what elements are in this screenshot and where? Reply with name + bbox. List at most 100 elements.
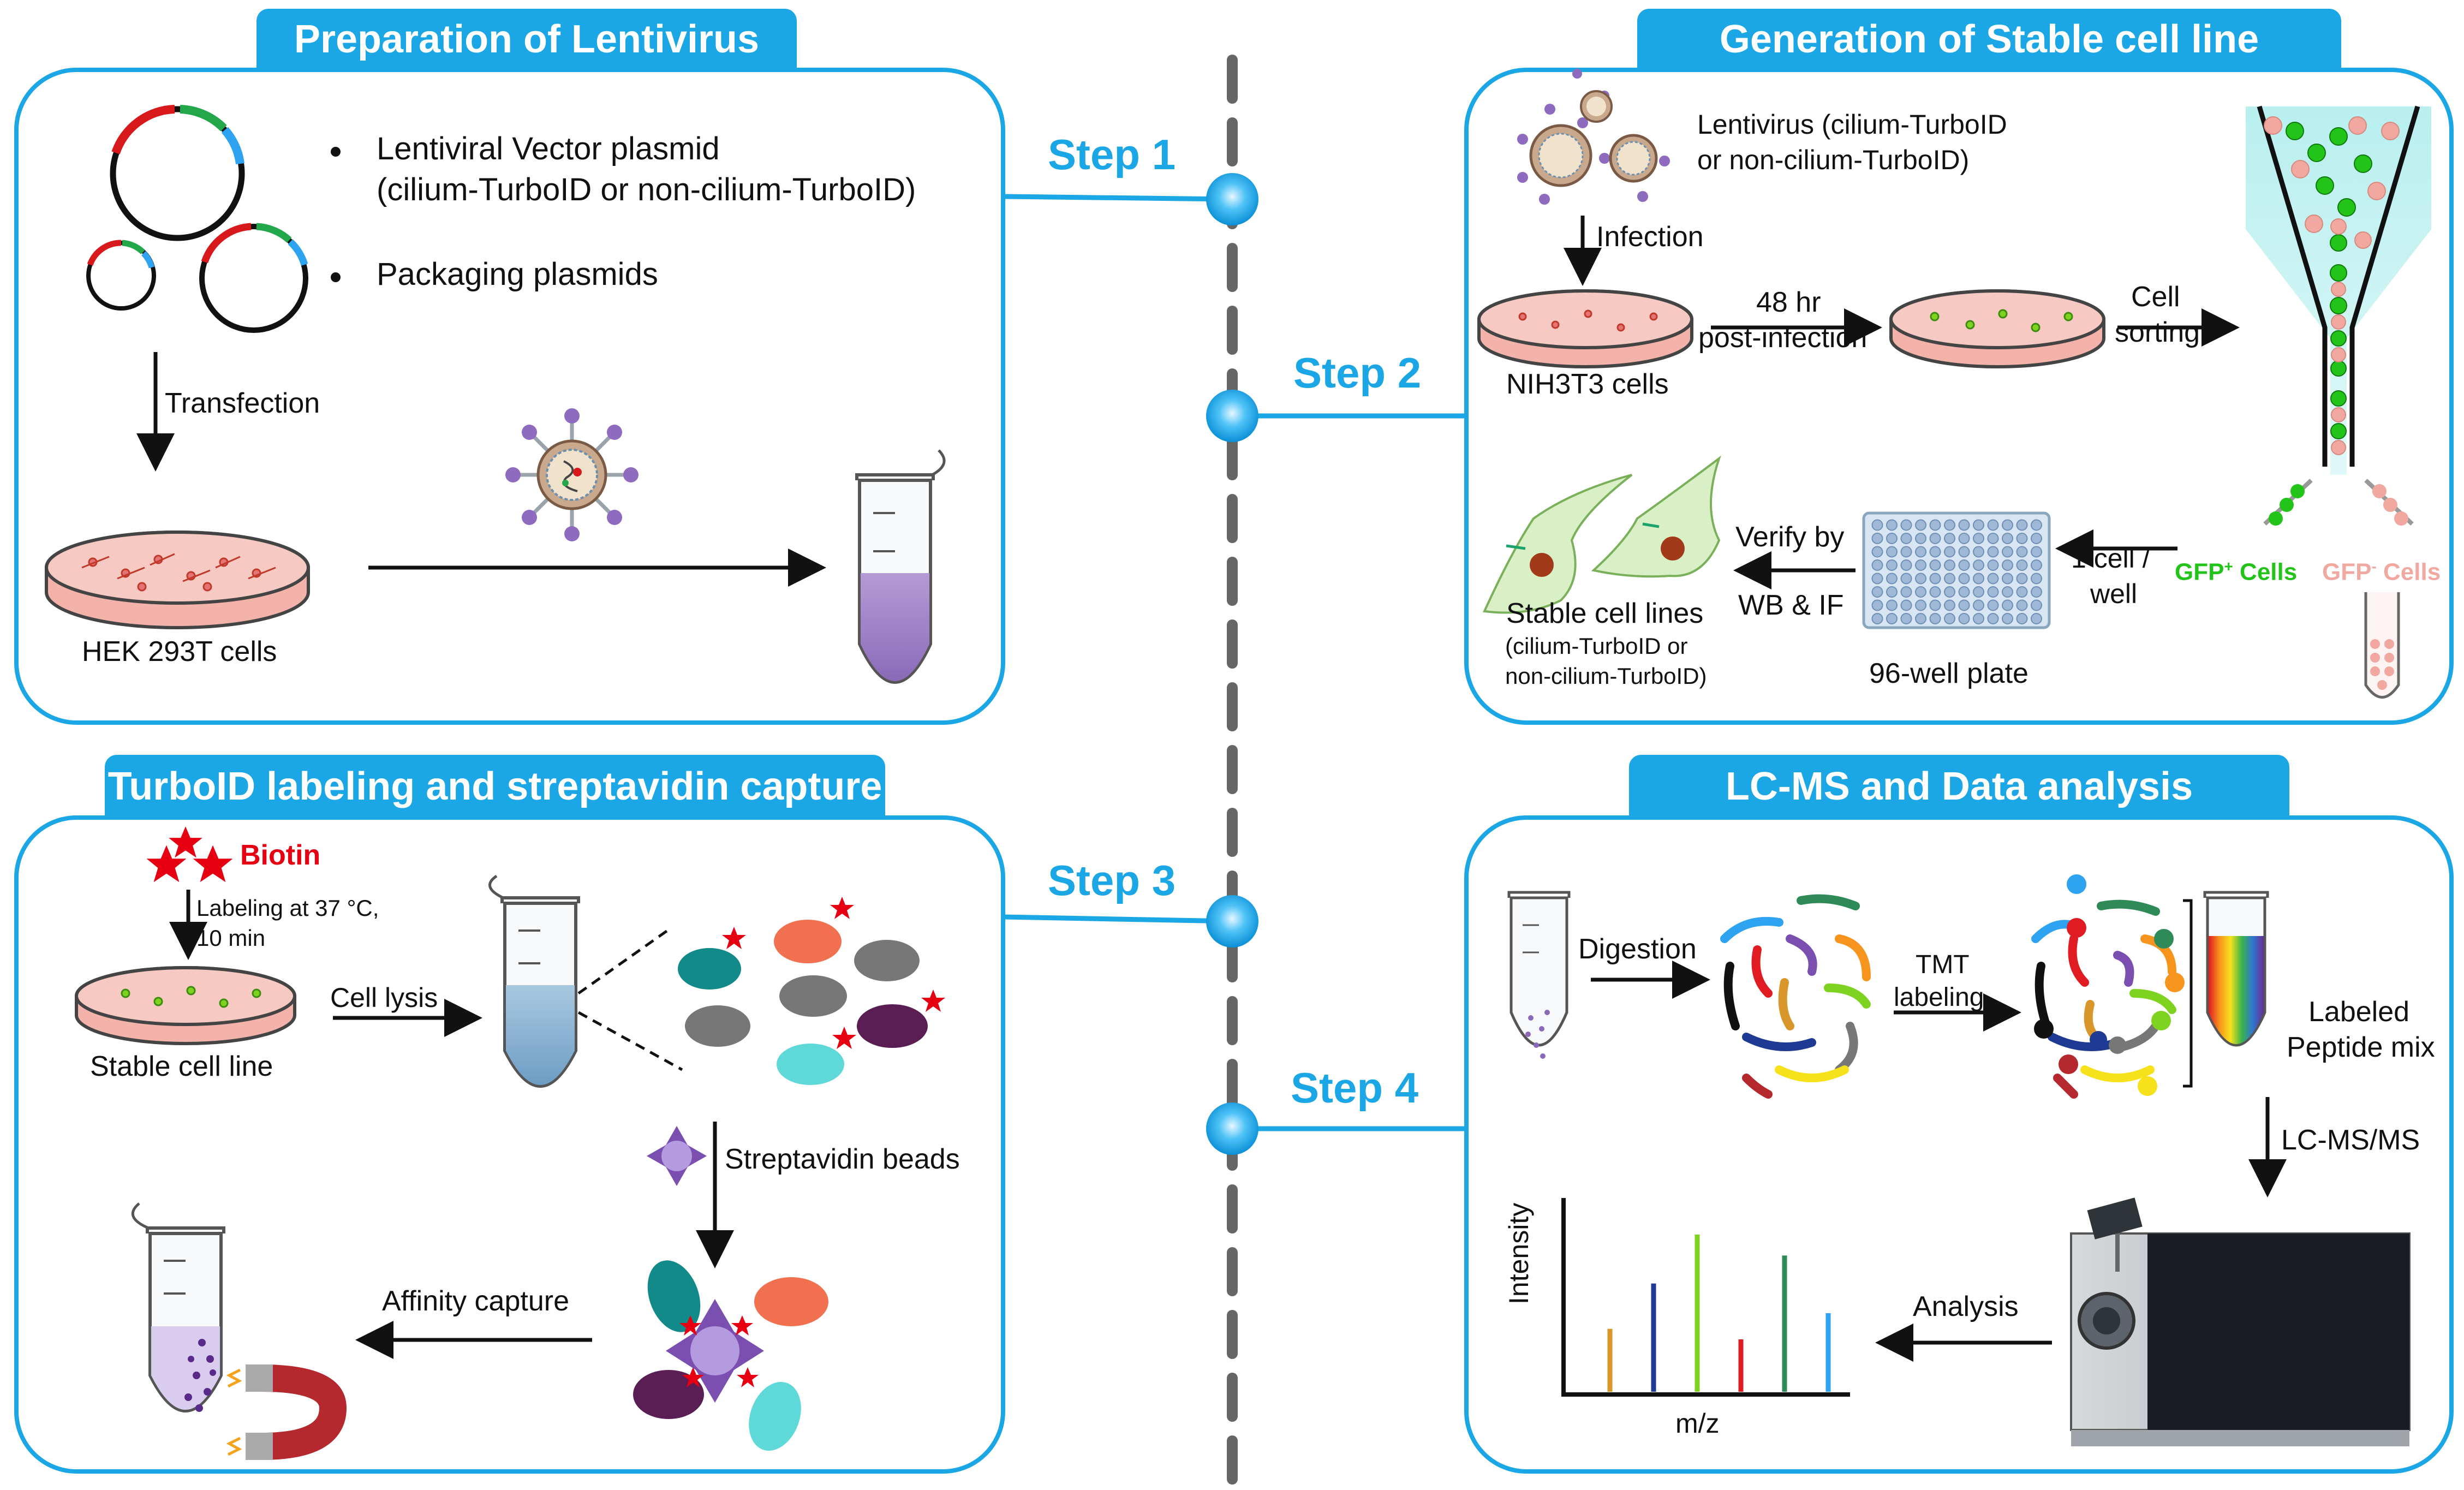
tmt-line-1: TMT: [1916, 950, 1970, 979]
plate-well: [2002, 519, 2013, 531]
plate-well: [2031, 586, 2042, 598]
plate-well: [2031, 573, 2042, 585]
bullet-2: Packaging plasmids: [377, 257, 658, 292]
stable-lines-label: Stable cell lines: [1506, 598, 1704, 629]
plate-well: [1973, 599, 1984, 611]
digestion-label: Digestion: [1578, 933, 1697, 965]
affinity-capture-label: Affinity capture: [382, 1285, 570, 1317]
plate-well: [1958, 613, 1970, 624]
hek-cells-label: HEK 293T cells: [82, 636, 277, 667]
plate-well: [1871, 613, 1883, 624]
plate-well: [1886, 519, 1898, 531]
plate-well: [1886, 586, 1898, 598]
protein-mix: [678, 897, 945, 1085]
peptides-digested: [1720, 894, 1871, 1099]
spectrum-y-label: Intensity: [1504, 1202, 1534, 1304]
infection-label: Infection: [1596, 221, 1704, 253]
bullet-1-dot: [331, 147, 341, 157]
panel-1-border: [14, 68, 1005, 725]
plate-well: [2016, 559, 2028, 571]
biotin-label: Biotin: [240, 839, 321, 871]
panel-2-title: Generation of Stable cell line: [1637, 9, 2341, 70]
plate-well: [1871, 559, 1883, 571]
magnet-icon: [226, 1364, 347, 1460]
plate-well: [2002, 533, 2013, 544]
plate-label: 96-well plate: [1869, 658, 2029, 689]
plasmid-small-2: [199, 223, 308, 333]
plate-well: [1987, 533, 1999, 544]
plate-well: [1973, 586, 1984, 598]
plate-well: [1871, 599, 1883, 611]
plate-well: [1900, 546, 1912, 558]
peptides-labeled: [2031, 899, 2176, 1099]
plate-well: [1886, 559, 1898, 571]
plate-well: [1915, 546, 1926, 558]
lentivirus-cluster: [1517, 69, 1670, 205]
plate-well: [2016, 546, 2028, 558]
plate-well: [1944, 613, 1955, 624]
plate-well: [2031, 533, 2042, 544]
step-3-connector: [1003, 914, 1233, 924]
plate-well: [1929, 599, 1941, 611]
step-2-label: Step 2: [1293, 349, 1422, 397]
biotin-stars: [146, 826, 233, 883]
plate-well: [1987, 519, 1999, 531]
plate-well: [2002, 586, 2013, 598]
spectrum-x-label: m/z: [1675, 1408, 1720, 1439]
plate-well: [1987, 586, 1999, 598]
step-1-node: [1206, 173, 1258, 225]
lcms-label: LC-MS/MS: [2281, 1124, 2420, 1156]
labeled-line-1: Labeled: [2308, 996, 2410, 1028]
lentivirus-line-2: or non-cilium-TurboID): [1697, 145, 1970, 175]
plate-well: [1973, 613, 1984, 624]
step-1-connector: [1003, 194, 1233, 202]
gfp-neg-tube: [2364, 592, 2400, 699]
plate-well: [1900, 599, 1912, 611]
plate-well: [1886, 533, 1898, 544]
plate-well: [1915, 613, 1926, 624]
verify-line-2: WB & IF: [1738, 589, 1844, 621]
bullet-1-line-2: (cilium-TurboID or non-cilium-TurboID): [377, 172, 916, 207]
cell-sorter: [2246, 105, 2431, 526]
step-3-label: Step 3: [1048, 856, 1176, 904]
plate-well: [1944, 546, 1955, 558]
step-2-node: [1206, 390, 1258, 442]
plate-well: [2016, 613, 2028, 624]
digest-tube: [1507, 891, 1571, 1059]
transfection-label: Transfection: [165, 388, 320, 419]
step-1-label: Step 1: [1048, 130, 1176, 178]
plate-well: [1915, 519, 1926, 531]
plasmid-small-1: [86, 240, 156, 311]
plate-well: [1900, 519, 1912, 531]
labeling-line-2: 10 min: [196, 925, 266, 951]
gfp-negative-label: GFP- Cells: [2322, 558, 2441, 586]
plate-well: [1886, 613, 1898, 624]
bullet-1-line-1: Lentiviral Vector plasmid: [377, 131, 720, 166]
panel-4-title: LC-MS and Data analysis: [1629, 755, 2289, 818]
lysate-tube: [488, 874, 580, 1088]
stable-dish: [75, 966, 296, 1045]
plate-well: [2031, 519, 2042, 531]
plate-well: [2016, 573, 2028, 585]
plate-well: [1915, 573, 1926, 585]
analysis-label: Analysis: [1913, 1291, 2019, 1322]
plate-well: [1915, 559, 1926, 571]
lentivirus-line-1: Lentivirus (cilium-TurboID: [1697, 109, 2007, 140]
plate-well: [1987, 573, 1999, 585]
plate-well: [1958, 559, 1970, 571]
cell-lysis-label: Cell lysis: [330, 982, 438, 1013]
stable-line-label: Stable cell line: [90, 1051, 273, 1082]
plate-well: [2031, 546, 2042, 558]
one-cell-line-2: well: [2090, 579, 2138, 609]
streptavidin-bead-icon: [647, 1126, 707, 1186]
plate-well: [1987, 613, 1999, 624]
plate-well: [2002, 546, 2013, 558]
plate-well: [1871, 546, 1883, 558]
step-4-label: Step 4: [1291, 1064, 1419, 1112]
labeled-tube: [2203, 891, 2269, 1047]
plate-well: [1973, 573, 1984, 585]
plate-well: [1886, 546, 1898, 558]
one-cell-line-1: 1 cell /: [2071, 543, 2150, 574]
nih3t3-label: NIH3T3 cells: [1506, 368, 1669, 400]
